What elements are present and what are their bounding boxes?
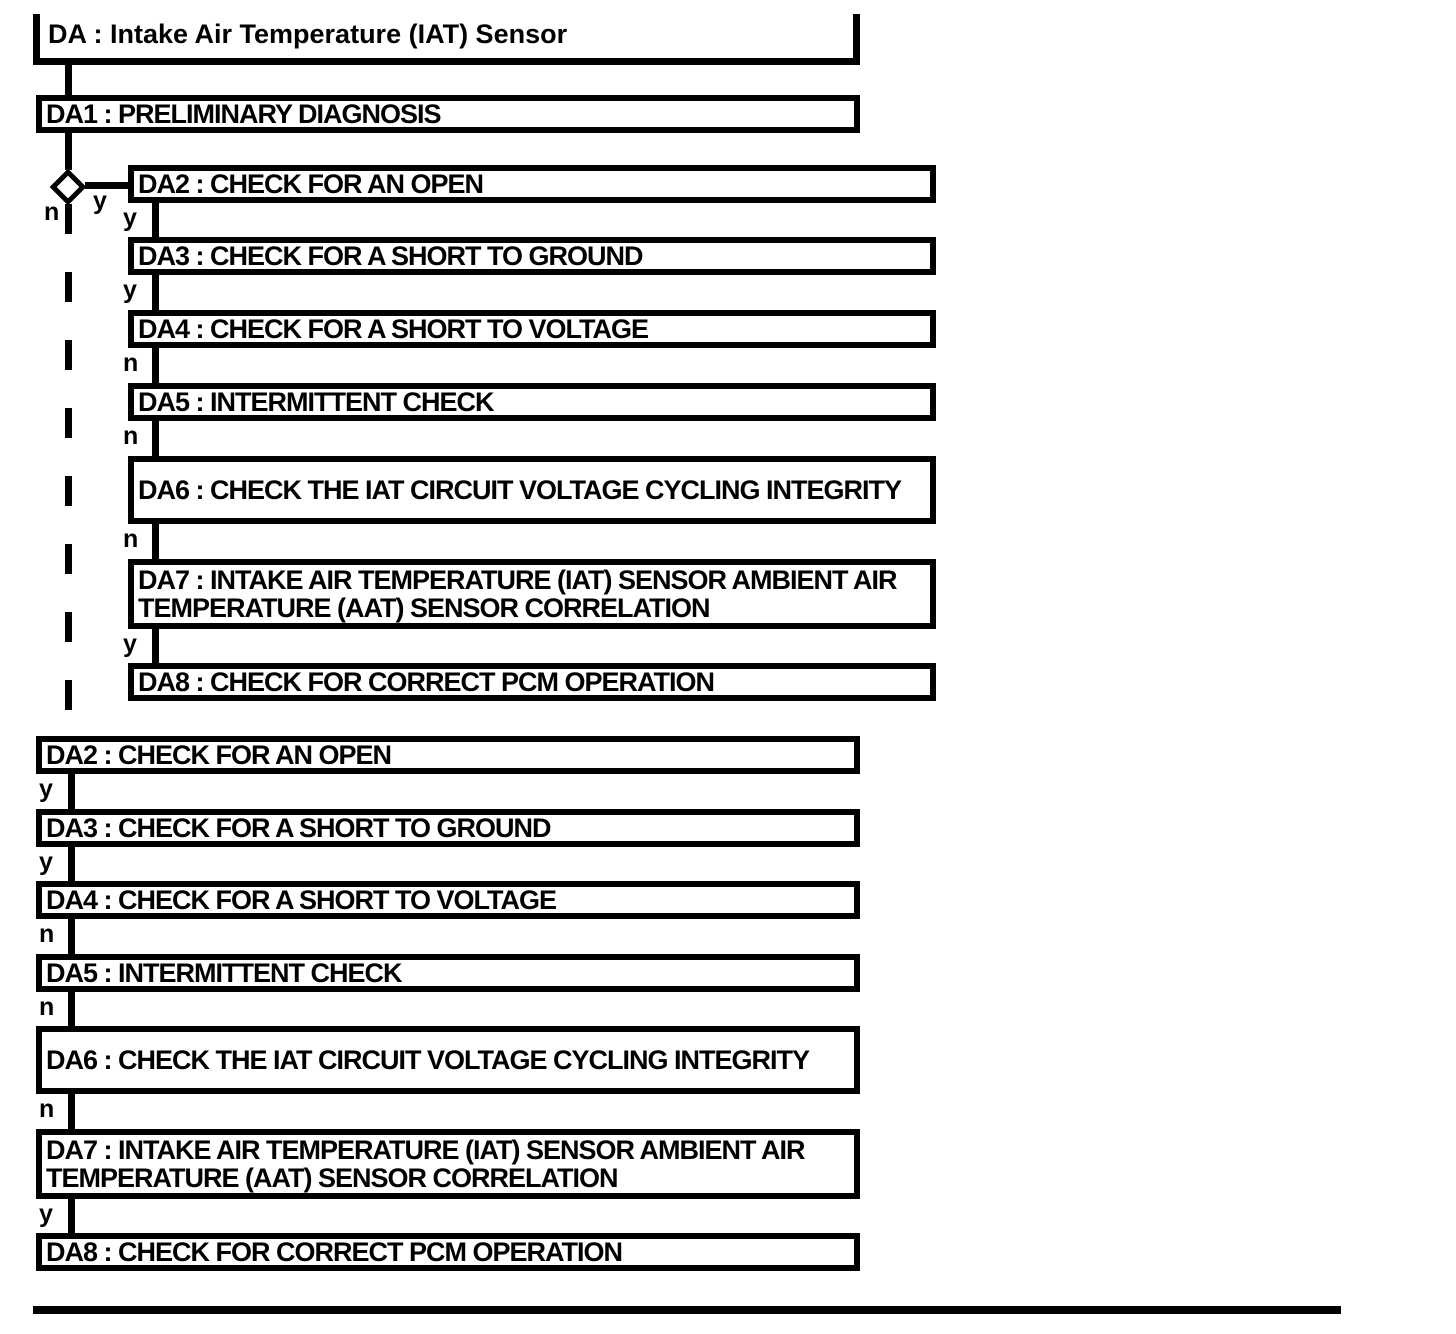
flow-node-da8-indented: DA8 : CHECK FOR CORRECT PCM OPERATION: [128, 663, 936, 701]
connector-line: [65, 133, 72, 170]
flow-node-da7-indented: DA7 : INTAKE AIR TEMPERATURE (IAT) SENSO…: [128, 559, 936, 629]
decision-yes-label: y: [93, 187, 107, 215]
flow-node-da6: DA6 : CHECK THE IAT CIRCUIT VOLTAGE CYCL…: [36, 1026, 860, 1094]
exit-label: y: [39, 1200, 53, 1228]
flowchart-title-bracket: DA : Intake Air Temperature (IAT) Sensor: [33, 14, 860, 65]
connector-line: [85, 182, 128, 189]
exit-label: n: [123, 422, 139, 450]
flow-node-da1: DA1 : PRELIMINARY DIAGNOSIS: [36, 95, 860, 133]
exit-label: n: [39, 993, 55, 1021]
connector-line: [152, 203, 159, 237]
connector-line: [152, 348, 159, 383]
flow-node-da5-indented: DA5 : INTERMITTENT CHECK: [128, 383, 936, 421]
dashed-connector-line: [65, 204, 72, 736]
exit-label: n: [39, 920, 55, 948]
bottom-divider: [33, 1306, 1341, 1314]
exit-label: n: [39, 1095, 55, 1123]
exit-label: y: [123, 276, 137, 304]
connector-line: [68, 992, 75, 1026]
flowchart-title: DA : Intake Air Temperature (IAT) Sensor: [48, 19, 568, 49]
flow-node-da4: DA4 : CHECK FOR A SHORT TO VOLTAGE: [36, 881, 860, 919]
connector-line: [68, 774, 75, 809]
exit-label: y: [123, 204, 137, 232]
connector-line: [152, 629, 159, 663]
exit-label: n: [123, 349, 139, 377]
exit-label: y: [123, 630, 137, 658]
flow-node-da2: DA2 : CHECK FOR AN OPEN: [36, 736, 860, 774]
connector-line: [68, 1199, 75, 1233]
flow-node-da5: DA5 : INTERMITTENT CHECK: [36, 954, 860, 992]
exit-label: y: [39, 848, 53, 876]
flow-node-da7: DA7 : INTAKE AIR TEMPERATURE (IAT) SENSO…: [36, 1129, 860, 1199]
connector-line: [68, 1094, 75, 1129]
decision-no-label: n: [44, 198, 60, 226]
connector-line: [152, 524, 159, 559]
flow-node-da2-indented: DA2 : CHECK FOR AN OPEN: [128, 165, 936, 203]
connector-line: [65, 65, 72, 95]
connector-line: [152, 421, 159, 456]
connector-line: [68, 919, 75, 954]
connector-line: [152, 275, 159, 310]
flow-node-da8: DA8 : CHECK FOR CORRECT PCM OPERATION: [36, 1233, 860, 1271]
flow-node-da6-indented: DA6 : CHECK THE IAT CIRCUIT VOLTAGE CYCL…: [128, 456, 936, 524]
flow-node-da3-indented: DA3 : CHECK FOR A SHORT TO GROUND: [128, 237, 936, 275]
flow-node-da3: DA3 : CHECK FOR A SHORT TO GROUND: [36, 809, 860, 847]
flow-node-da4-indented: DA4 : CHECK FOR A SHORT TO VOLTAGE: [128, 310, 936, 348]
exit-label: n: [123, 525, 139, 553]
connector-line: [68, 847, 75, 881]
exit-label: y: [39, 775, 53, 803]
